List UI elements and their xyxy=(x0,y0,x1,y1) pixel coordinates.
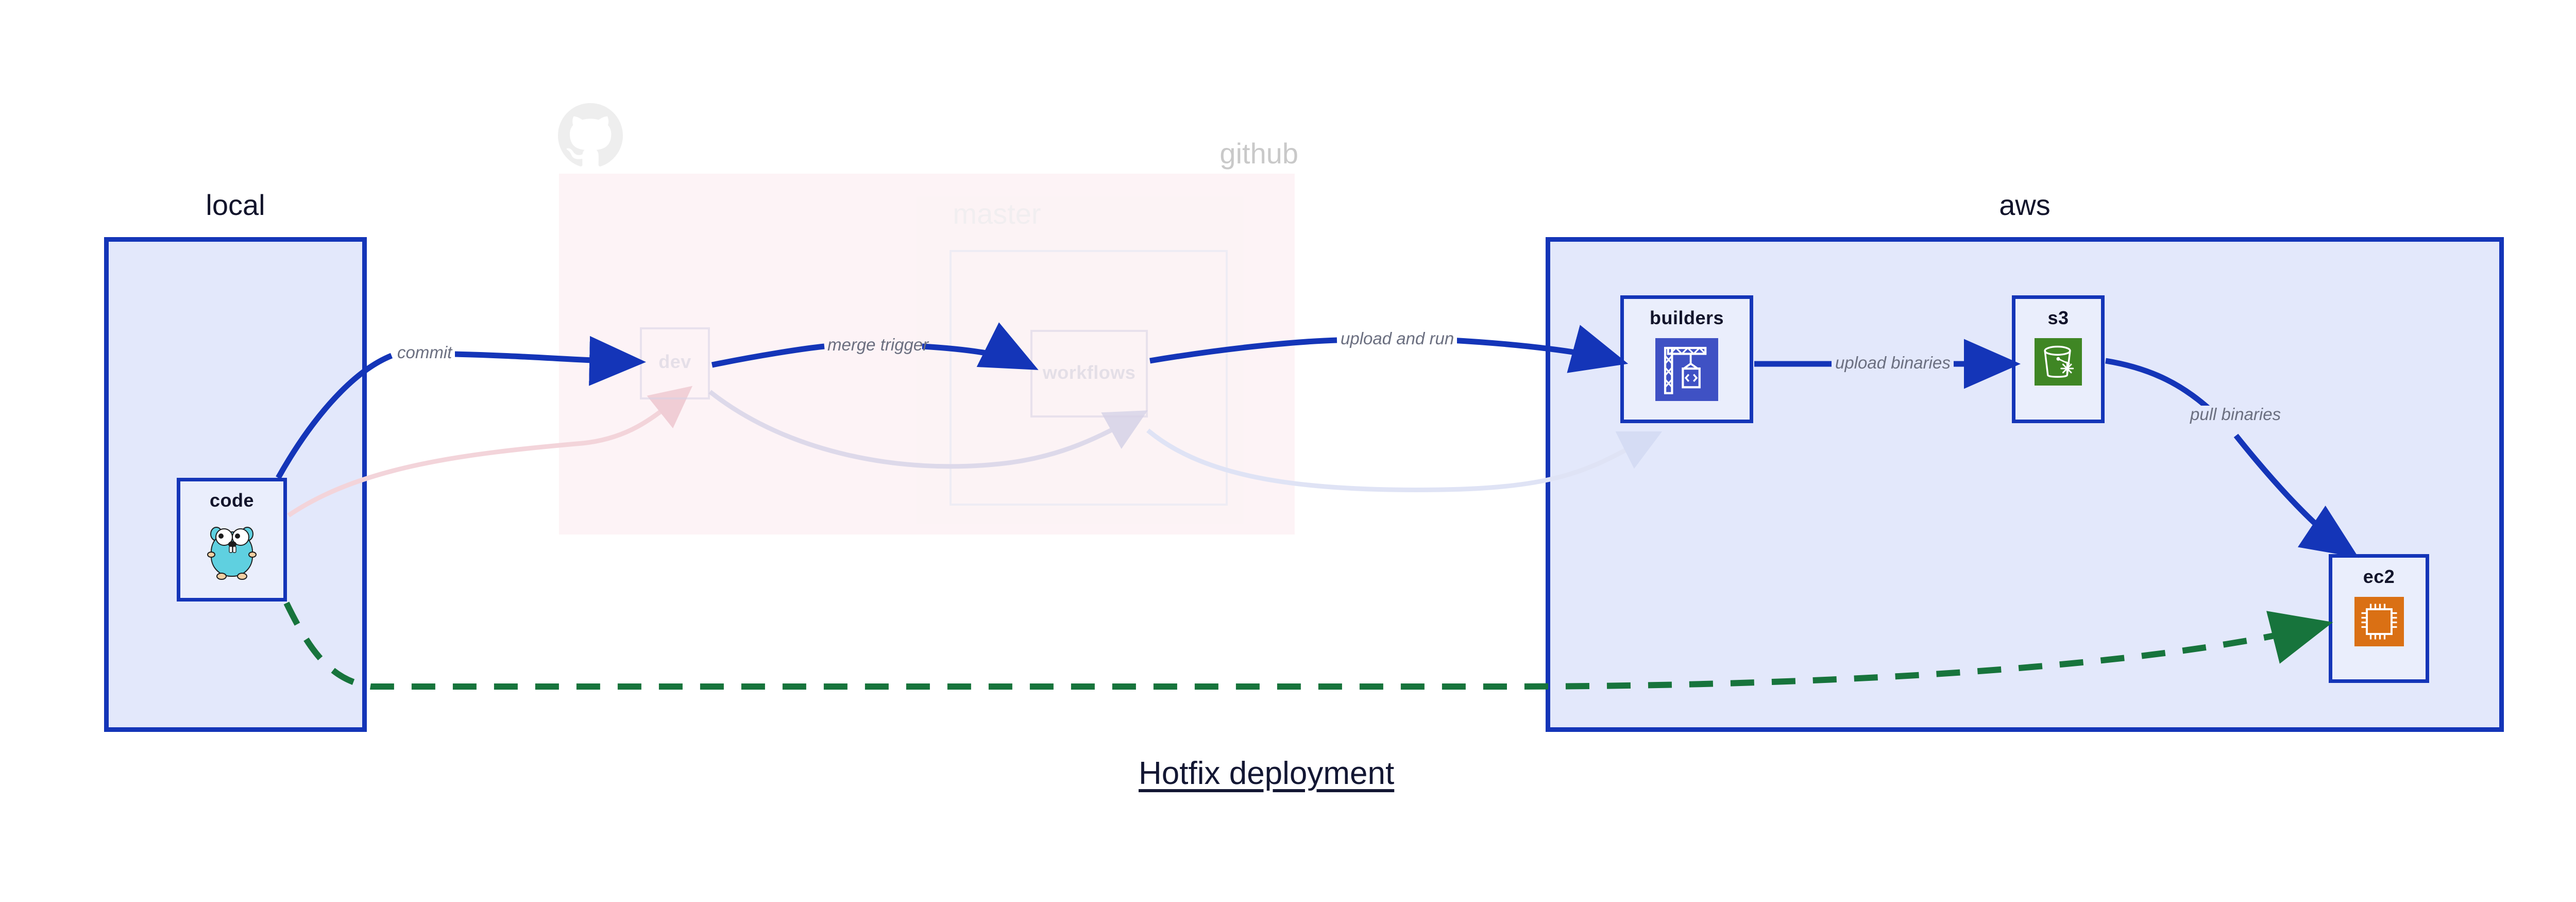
github-logo-icon xyxy=(558,103,623,166)
node-label-dev: dev xyxy=(658,351,691,372)
node-code[interactable]: code xyxy=(177,478,287,602)
group-title-github: github xyxy=(1219,137,1298,170)
node-label-builders: builders xyxy=(1649,307,1724,328)
edge-label-upload-binaries: upload binaries xyxy=(1832,354,1954,371)
node-dev[interactable]: dev xyxy=(640,327,710,399)
node-label-s3: s3 xyxy=(2047,307,2069,328)
node-label-ec2: ec2 xyxy=(2363,566,2395,587)
edge-label-pull-binaries: pull binaries xyxy=(2187,406,2284,423)
node-label-workflows: workflows xyxy=(1042,362,1136,383)
edge-label-commit: commit xyxy=(394,344,455,361)
node-ec2[interactable]: ec2 xyxy=(2329,554,2429,683)
s3-bucket-glacier-icon xyxy=(2035,338,2082,386)
go-gopher-icon xyxy=(207,527,257,580)
edge-label-merge-trigger: merge trigger xyxy=(827,335,929,354)
group-title-aws: aws xyxy=(1999,189,2050,221)
crane-code-icon xyxy=(1655,338,1718,401)
group-title-local: local xyxy=(206,189,265,221)
group-title-master: master xyxy=(953,197,1041,230)
group-master xyxy=(950,250,1228,506)
diagram-caption: Hotfix deployment xyxy=(1139,756,1395,791)
node-builders[interactable]: builders xyxy=(1620,295,1753,423)
edge-label-upload-and-run: upload and run xyxy=(1337,330,1458,347)
node-workflows[interactable]: workflows xyxy=(1030,330,1148,417)
cpu-chip-icon xyxy=(2354,597,2404,646)
node-s3[interactable]: s3 xyxy=(2012,295,2105,423)
node-label-code: code xyxy=(209,490,255,511)
